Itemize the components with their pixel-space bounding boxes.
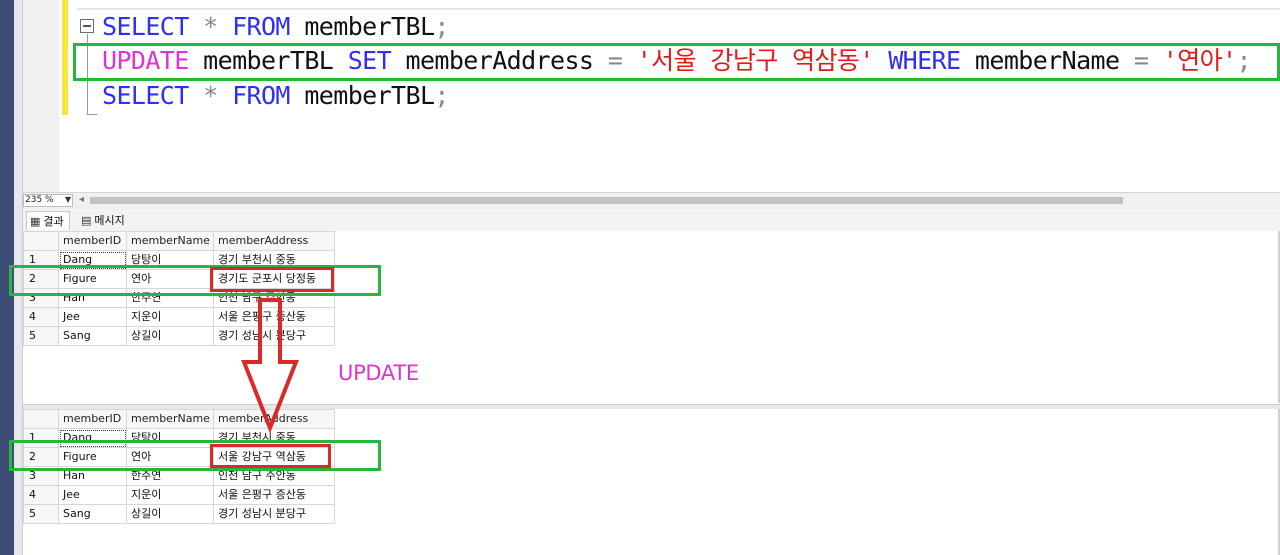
row-number[interactable]: 4 [23,485,59,505]
row-number[interactable]: 2 [23,447,59,467]
cell-member-id[interactable]: Sang [58,504,127,524]
message-icon: ▤ [81,214,92,227]
row-number[interactable]: 5 [23,504,59,524]
code-line-1[interactable]: SELECT * FROM memberTBL; [102,10,449,44]
row-number-header [23,409,59,429]
query-editor[interactable]: SELECT * FROM memberTBL; UPDATE memberTB… [23,0,1280,192]
semicolon: ; [434,81,449,110]
change-indicator [62,0,68,115]
column-header[interactable]: memberID [58,409,127,429]
results-table-after: memberID memberName memberAddress 1 Dang… [23,409,335,524]
cell-highlight-before [210,267,334,292]
row-highlight-before [9,265,381,296]
table-name: memberTBL [203,46,334,75]
table-row[interactable]: 2 Figure 연아 경기도 군포시 당정동 [23,269,335,289]
cell-member-address[interactable]: 경기 성남시 분당구 [213,504,335,524]
cell-member-address[interactable]: 서울 강남구 역삼동 [213,447,335,467]
column-name: memberAddress [405,46,594,75]
zoom-select[interactable]: 235 % [23,194,73,207]
cell-member-name[interactable]: 상길이 [126,326,214,346]
keyword-select: SELECT [102,81,189,110]
code-line-2[interactable]: UPDATE memberTBL SET memberAddress = '서울… [102,44,1252,78]
update-line-highlight [73,43,1280,81]
keyword-set: SET [347,46,392,75]
editor-status-bar: 235 % ▼ ◂ [23,192,1280,209]
table-row[interactable]: 5 Sang 상길이 경기 성남시 분당구 [23,504,335,524]
string-literal: '연아' [1162,46,1237,75]
cell-member-id[interactable]: Figure [58,269,127,289]
keyword-from: FROM [232,81,290,110]
keyword-where: WHERE [888,46,961,75]
cell-member-name[interactable]: 지운이 [126,485,214,505]
cell-highlight-after [210,444,331,468]
column-header[interactable]: memberID [58,231,127,251]
cell-member-id[interactable]: Jee [58,307,127,327]
table-row[interactable]: 2 Figure 연아 서울 강남구 역삼동 [23,447,335,467]
collapse-icon[interactable] [80,19,94,33]
semicolon: ; [1236,46,1252,75]
header-row: memberID memberName memberAddress [23,409,335,429]
table-name: memberTBL [304,12,435,41]
column-header[interactable]: memberAddress [213,409,335,429]
operator-star: * [203,12,218,41]
operator-star: * [203,81,218,110]
cell-member-address[interactable]: 경기도 군포시 당정동 [213,269,335,289]
update-annotation-label: UPDATE [338,361,419,385]
row-number[interactable]: 2 [23,269,59,289]
grid-right-edge [1278,409,1280,555]
row-number-header [23,231,59,251]
column-header[interactable]: memberName [126,231,214,251]
tab-results[interactable]: ▦결과 [26,211,70,230]
code-line-3[interactable]: SELECT * FROM memberTBL; [102,79,449,113]
scroll-left-icon[interactable]: ◂ [79,194,85,205]
row-highlight-after [9,440,381,471]
table-row[interactable]: 5 Sang 상길이 경기 성남시 분당구 [23,326,335,346]
down-arrow-icon [241,298,299,434]
chevron-down-icon[interactable]: ▼ [65,195,72,204]
semicolon: ; [434,12,449,41]
table-row[interactable]: 4 Jee 지운이 서울 은평구 증산동 [23,485,335,505]
string-literal: '서울 강남구 역삼동' [636,46,875,75]
column-name: memberName [974,46,1120,75]
row-number[interactable]: 5 [23,326,59,346]
keyword-select: SELECT [102,12,189,41]
results-grid-1: memberID memberName memberAddress 1 Dang… [23,231,1280,403]
keyword-from: FROM [232,12,290,41]
column-header[interactable]: memberAddress [213,231,335,251]
table-row[interactable]: 3 Han 한주연 인천 남구 주안동 [23,466,335,486]
cell-member-id[interactable]: Jee [58,485,127,505]
table-row[interactable]: 4 Jee 지운이 서울 은평구 증산동 [23,307,335,327]
cell-member-address[interactable]: 서울 은평구 증산동 [213,485,335,505]
results-grid-2: memberID memberName memberAddress 1 Dang… [23,409,1280,555]
tab-results-label: 결과 [43,215,64,228]
row-number[interactable]: 4 [23,307,59,327]
operator-equals: = [607,46,623,75]
outline-line [87,34,88,114]
editor-top-line [77,0,1280,10]
operator-equals: = [1133,46,1149,75]
column-header[interactable]: memberName [126,409,214,429]
horizontal-scrollbar-thumb[interactable] [90,197,1123,204]
window-left-border [0,0,14,555]
header-row: memberID memberName memberAddress [23,231,335,251]
cell-member-name[interactable]: 상길이 [126,504,214,524]
cell-member-id[interactable]: Sang [58,326,127,346]
keyword-update: UPDATE [102,46,189,75]
editor-margin [23,0,59,192]
table-name: memberTBL [304,81,435,110]
grid-right-edge [1278,231,1280,403]
tab-messages-label: 메시지 [94,214,125,227]
outline-end [87,114,97,115]
zoom-value: 235 % [25,195,54,205]
results-tabs: ▦결과 ▤메시지 [23,209,1280,232]
grid-icon: ▦ [30,215,41,228]
editor-gutter [14,0,23,555]
tab-messages[interactable]: ▤메시지 [78,211,130,230]
cell-member-name[interactable]: 지운이 [126,307,214,327]
cell-member-name[interactable]: 한주연 [126,466,214,486]
